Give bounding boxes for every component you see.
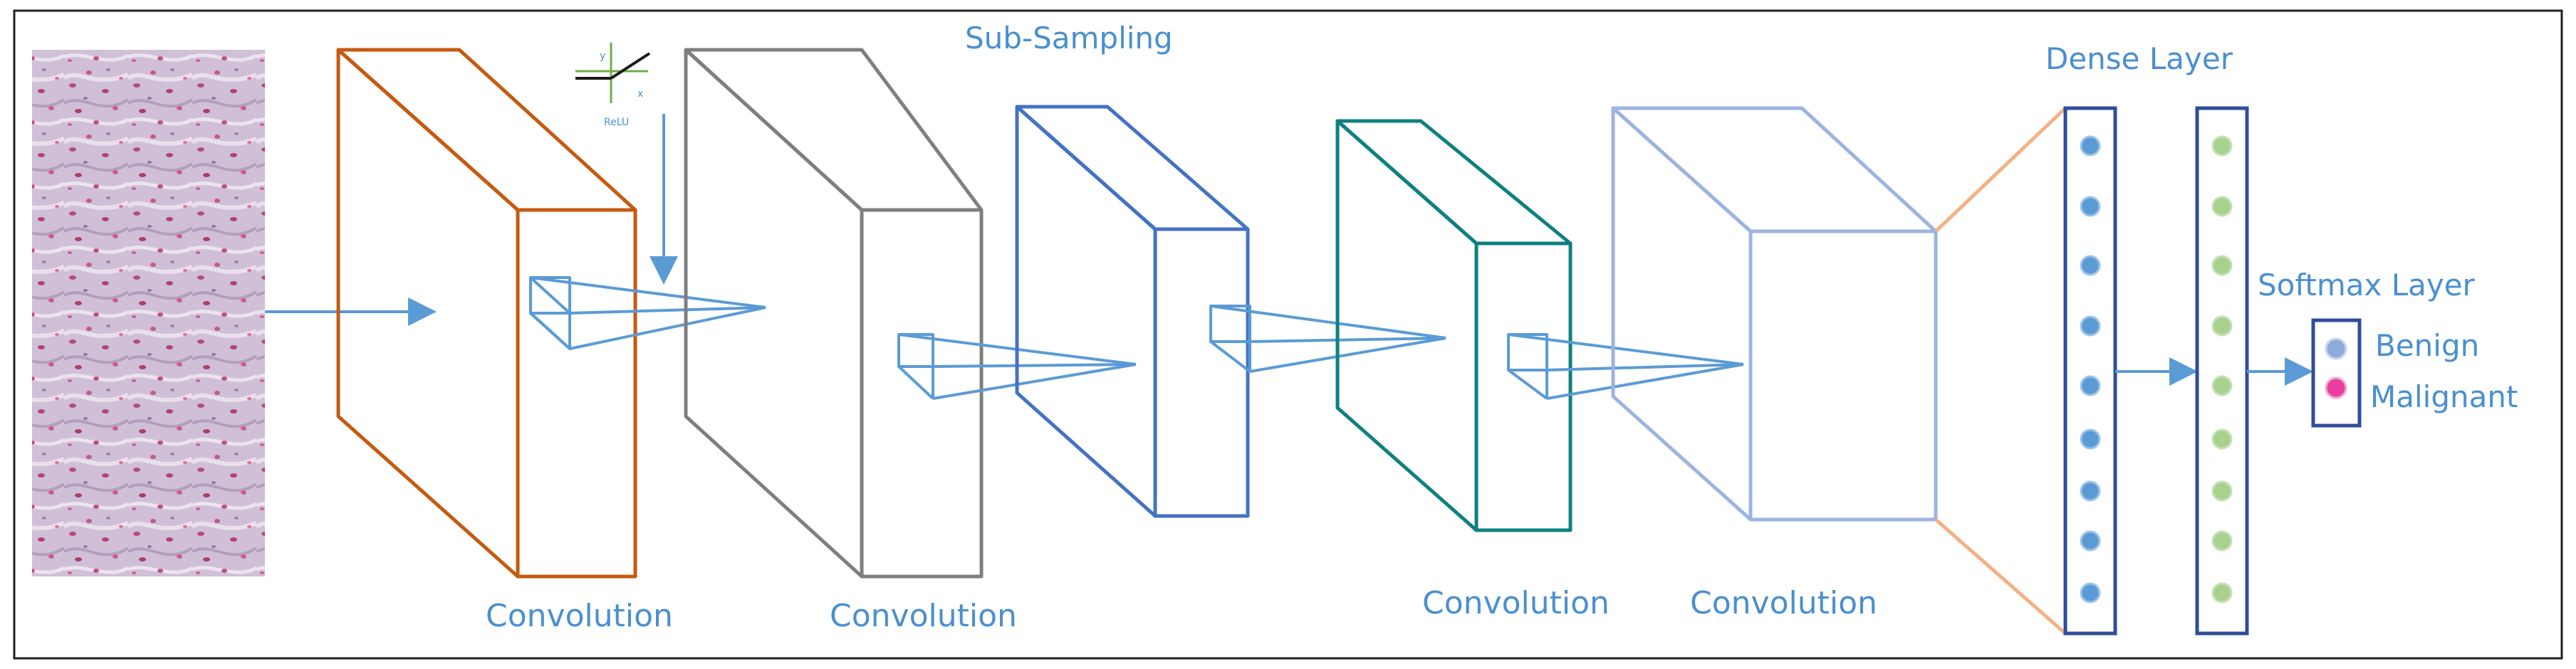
kernel-4 — [1507, 333, 1744, 400]
benign-node — [2325, 337, 2347, 360]
convolution-label-1: Convolution — [486, 598, 673, 634]
dense-column-2 — [2195, 106, 2249, 636]
malignant-node — [2325, 376, 2347, 399]
benign-label: Benign — [2375, 328, 2479, 363]
softmax-layer-label: Softmax Layer — [2258, 268, 2476, 302]
dense-node — [2080, 428, 2101, 450]
dense-node — [2211, 480, 2233, 502]
conv-block-3 — [1015, 105, 1250, 518]
dense-node — [2211, 255, 2233, 276]
dense-node — [2211, 196, 2233, 217]
conv-block-1 — [336, 48, 637, 579]
relu-y-label: y — [600, 51, 605, 62]
dense-node — [2080, 255, 2101, 276]
dense-node — [2080, 582, 2101, 604]
dense-node — [2211, 135, 2233, 157]
dense-node — [2211, 582, 2233, 604]
dense-node — [2211, 428, 2233, 450]
convolution-label-2: Convolution — [830, 598, 1017, 634]
conv-block-4 — [1335, 119, 1573, 532]
dense-connector-bottom — [1934, 518, 2067, 635]
sub-sampling-label: Sub-Sampling — [965, 21, 1173, 56]
malignant-label: Malignant — [2370, 379, 2518, 414]
softmax-box — [2311, 318, 2362, 428]
dense-layer-label: Dense Layer — [2045, 41, 2233, 76]
dense-node — [2211, 315, 2233, 337]
dense-node — [2080, 315, 2101, 337]
relu-label: ReLU — [604, 117, 629, 128]
convolution-label-3: Convolution — [1422, 585, 1610, 621]
dense-node — [2211, 375, 2233, 396]
kernel-1 — [529, 276, 766, 350]
dense-node — [2080, 480, 2101, 502]
conv-block-5 — [1611, 106, 1938, 522]
dense-node — [2211, 530, 2233, 552]
input-image — [32, 50, 265, 576]
dense-connector-top — [1934, 107, 2067, 233]
kernel-3 — [1209, 305, 1446, 373]
dense-node — [2080, 375, 2101, 396]
conv-block-2 — [684, 48, 984, 579]
relu-graph: y x ReLU — [575, 43, 651, 128]
convolution-label-4: Convolution — [1690, 585, 1877, 621]
dense-column-1 — [2063, 106, 2117, 636]
dense-node — [2080, 530, 2101, 552]
kernel-2 — [897, 333, 1137, 400]
relu-x-label: x — [637, 88, 643, 100]
dense-node — [2080, 135, 2101, 157]
dense-node — [2080, 196, 2101, 217]
diagram-border — [13, 9, 2563, 660]
